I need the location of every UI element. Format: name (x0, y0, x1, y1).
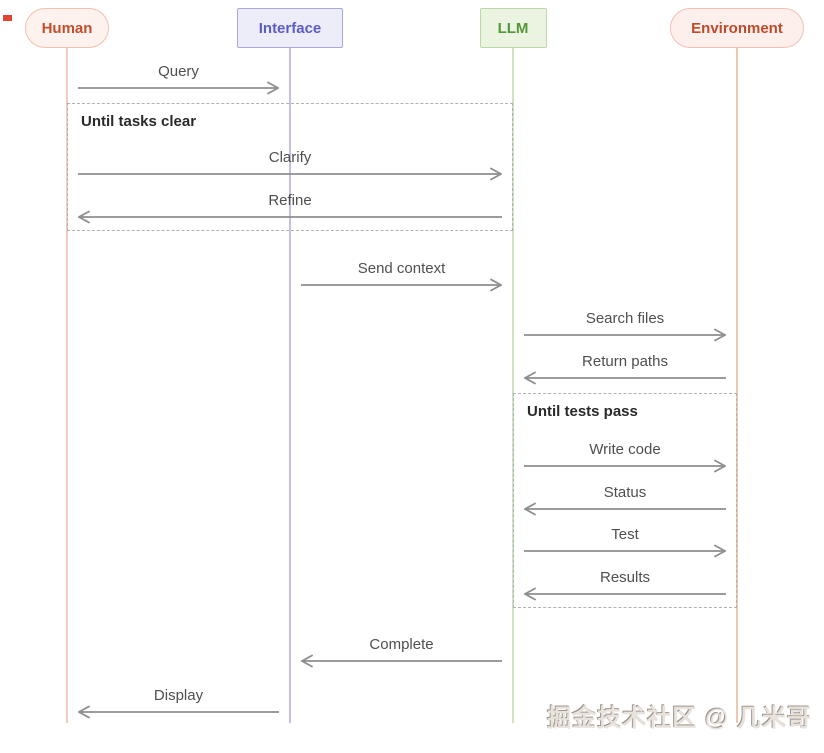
red-corner-mark (3, 15, 12, 21)
message-arrow-left-refine (78, 210, 502, 224)
message-label-search-files: Search files (585, 310, 665, 327)
message-label-refine: Refine (268, 192, 312, 209)
actor-environment: Environment (670, 8, 804, 48)
message-arrow-right-send-context (301, 278, 502, 292)
loop-box-until-tests-pass: Until tests pass (513, 393, 737, 608)
message-arrow-right-search-files (524, 328, 726, 342)
message-label-display: Display (153, 687, 204, 704)
message-label-status: Status (603, 484, 647, 501)
message-arrow-right-clarify (78, 167, 502, 181)
actor-llm: LLM (479, 8, 547, 48)
message-arrow-left-display (78, 705, 279, 719)
message-arrow-right-test (524, 544, 726, 558)
actor-human: Human (25, 8, 109, 48)
loop-box-until-tasks-clear: Until tasks clear (67, 103, 513, 231)
message-arrow-left-return-paths (524, 371, 726, 385)
message-label-complete: Complete (369, 636, 434, 653)
message-arrow-left-status (524, 502, 726, 516)
message-label-clarify: Clarify (268, 149, 312, 166)
message-arrow-left-complete (301, 654, 502, 668)
human-lifeline (66, 48, 68, 723)
message-arrow-right-write-code (524, 459, 726, 473)
message-arrow-right-query (78, 81, 279, 95)
message-arrow-left-results (524, 587, 726, 601)
message-label-write-code: Write code (589, 441, 661, 458)
loop-label: Until tasks clear (81, 113, 197, 130)
interface-lifeline (289, 48, 291, 723)
message-label-query: Query (158, 63, 199, 80)
watermark-text: 掘金技术社区 @ 几米哥 (547, 705, 812, 732)
llm-lifeline (512, 48, 514, 723)
message-label-return-paths: Return paths (582, 353, 668, 370)
environment-lifeline (736, 48, 738, 723)
loop-label: Until tests pass (527, 403, 638, 420)
actor-interface: Interface (237, 8, 343, 48)
message-label-send-context: Send context (357, 260, 446, 277)
message-label-test: Test (611, 526, 639, 543)
message-label-results: Results (599, 569, 651, 586)
